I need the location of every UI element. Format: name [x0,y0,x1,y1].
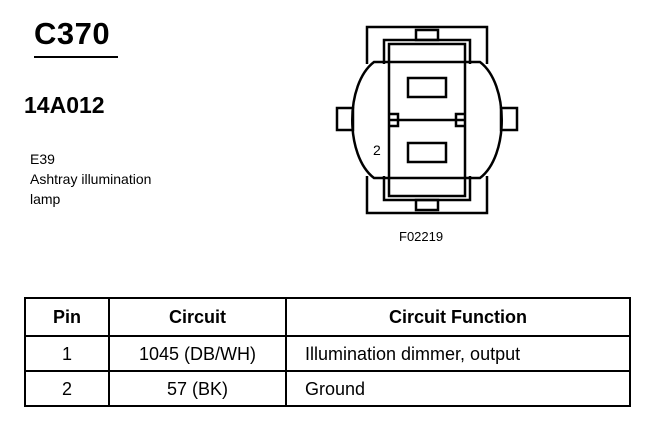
cell-pin: 1 [24,335,110,372]
right-ear [499,106,519,132]
bottom-tab [414,198,440,212]
component-code: E39 [30,151,55,167]
header-circuit-function: Circuit Function [285,297,631,337]
divider-notch-right [454,112,465,128]
part-number: 14A012 [24,92,105,118]
top-latch [365,25,489,64]
diagram-pin-label: 2 [373,142,381,158]
header-circuit: Circuit [108,297,287,337]
component-name-line1: Ashtray illumination [30,171,152,187]
header-pin: Pin [24,297,110,337]
cell-circuit: 1045 (DB/WH) [108,335,287,372]
connector-face-diagram: 2 [335,25,519,215]
divider-notch-left [389,112,400,128]
table-row: 1 1045 (DB/WH) Illumination dimmer, outp… [24,335,631,372]
pinout-table: Pin Circuit Circuit Function 1 1045 (DB/… [24,297,631,407]
connector-id-underline [34,56,118,58]
connector-shell [351,60,503,180]
component-description: E39 Ashtray illumination lamp [30,149,151,209]
cell-pin: 2 [24,370,110,407]
terminal-pin-1 [406,76,448,99]
table-header-row: Pin Circuit Circuit Function [24,297,631,337]
table-row: 2 57 (BK) Ground [24,370,631,407]
top-tab [414,28,440,42]
figure-code: F02219 [399,229,444,244]
cell-circuit-function: Illumination dimmer, output [285,335,631,372]
bottom-latch [365,176,489,215]
terminal-pin-2 [406,141,448,164]
cell-circuit-function: Ground [285,370,631,407]
component-name-line2: lamp [30,191,61,207]
cell-circuit: 57 (BK) [108,370,287,407]
left-ear [335,106,355,132]
connector-id: C370 [34,16,111,51]
